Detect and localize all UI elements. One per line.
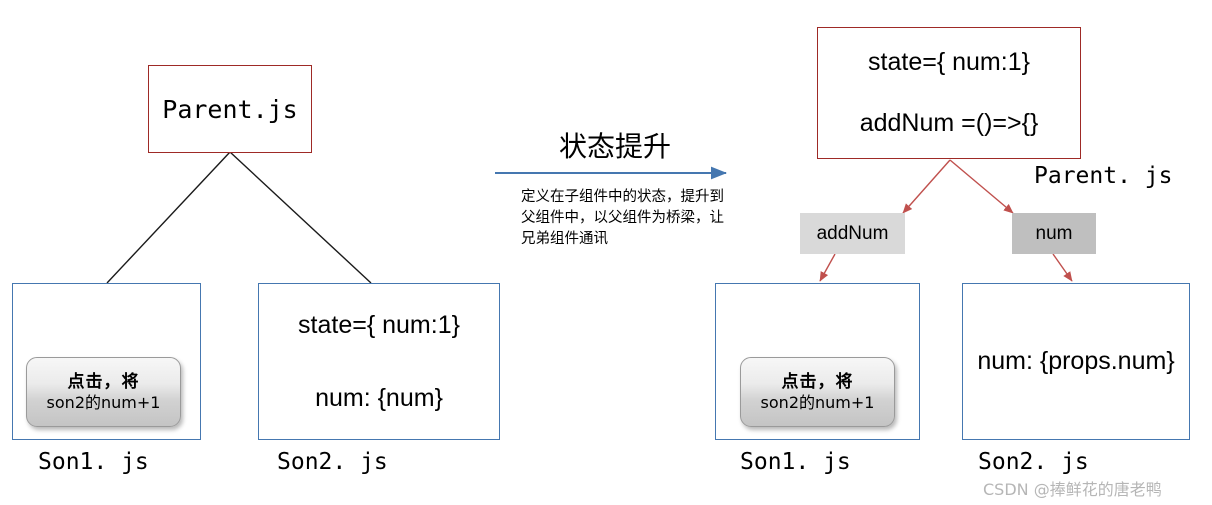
right-son2-box[interactable]: num: {props.num} <box>962 283 1190 440</box>
left-son2-line2: num: {num} <box>315 383 443 412</box>
transform-title: 状态提升 <box>559 130 672 163</box>
tree-line-right <box>229 151 372 284</box>
tree-line-left <box>106 151 231 284</box>
props-line-addnum <box>902 159 951 214</box>
right-son1-caption: Son1. js <box>740 449 851 475</box>
left-son2-line1: state={ num:1} <box>298 310 460 339</box>
right-son2-caption: Son2. js <box>978 449 1089 475</box>
prop-tag-addnum[interactable]: addNum <box>800 213 905 254</box>
right-son2-line1: num: {props.num} <box>977 347 1175 375</box>
left-son1-caption: Son1. js <box>38 449 149 475</box>
right-son1-button-line1: 点击，将 <box>781 371 854 392</box>
left-son2-box[interactable]: state={ num:1} num: {num} <box>258 283 500 440</box>
left-son2-caption: Son2. js <box>277 449 388 475</box>
right-parent-line1: state={ num:1} <box>868 48 1030 76</box>
props-arrow-to-son2 <box>1052 253 1073 282</box>
left-son1-button-line1: 点击，将 <box>67 371 140 392</box>
right-son1-button[interactable]: 点击，将 son2的num+1 <box>740 357 895 427</box>
left-son1-button[interactable]: 点击，将 son2的num+1 <box>26 357 181 427</box>
right-son1-button-line2: son2的num+1 <box>760 392 875 412</box>
props-line-num <box>949 159 1014 214</box>
transform-description: 定义在子组件中的状态，提升到父组件中，以父组件为桥梁，让兄弟组件通讯 <box>521 189 724 247</box>
left-parent-box[interactable]: Parent.js <box>148 65 312 153</box>
prop-tag-addnum-label: addNum <box>816 222 889 244</box>
left-son1-button-line2: son2的num+1 <box>46 392 161 412</box>
left-parent-label: Parent.js <box>162 94 298 124</box>
csdn-watermark: CSDN @捧鲜花的唐老鸭 <box>983 480 1162 499</box>
prop-tag-num[interactable]: num <box>1012 213 1096 254</box>
prop-tag-num-label: num <box>1035 222 1073 244</box>
right-parent-line2: addNum =()=>{} <box>859 109 1039 137</box>
props-arrow-to-son1 <box>819 253 836 282</box>
right-parent-box[interactable]: state={ num:1} addNum =()=>{} <box>817 27 1081 159</box>
right-parent-caption: Parent. js <box>1034 163 1173 189</box>
